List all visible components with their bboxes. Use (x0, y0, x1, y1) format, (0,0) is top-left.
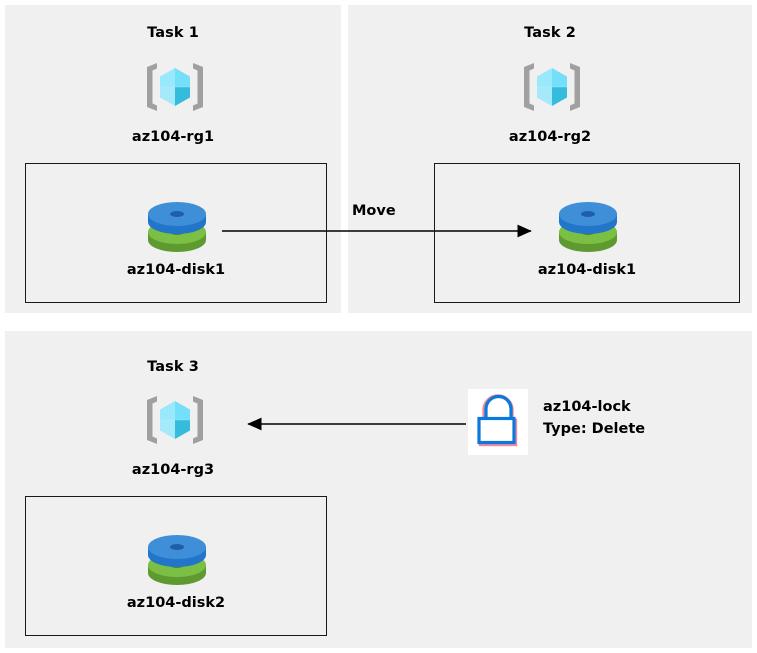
panel-task-3: Task 3 az104-rg3 (5, 331, 752, 648)
panel-title-task-3: Task 3 (147, 359, 199, 375)
resource-box-task-3: az104-disk2 (25, 496, 327, 636)
resource-group-cube-icon (520, 57, 584, 117)
move-arrow-label: Move (352, 203, 396, 219)
lock-text-block: az104-lock Type: Delete (543, 396, 645, 440)
managed-disk-icon (553, 196, 623, 258)
resource-group-cube-icon (143, 57, 207, 117)
resource-label-task-1: az104-disk1 (126, 262, 226, 278)
resource-group-label-task-2: az104-rg2 (508, 129, 592, 145)
resource-group-cube-icon (143, 390, 207, 450)
resource-label-task-3: az104-disk2 (126, 595, 226, 611)
lock-name: az104-lock (543, 399, 631, 415)
resource-label-task-2: az104-disk1 (537, 262, 637, 278)
panel-task-1: Task 1 az104-rg1 (5, 5, 341, 313)
managed-disk-icon (142, 529, 212, 591)
panel-title-task-2: Task 2 (524, 25, 576, 41)
resource-group-label-task-1: az104-rg1 (131, 129, 215, 145)
resource-box-task-1: az104-disk1 (25, 163, 327, 303)
resource-group-label-task-3: az104-rg3 (131, 462, 215, 478)
managed-disk-icon (142, 196, 212, 258)
panel-task-2: Task 2 az104-rg2 (348, 5, 752, 313)
resource-box-task-2: az104-disk1 (434, 163, 740, 303)
panel-title-task-1: Task 1 (147, 25, 199, 41)
lock-icon (468, 389, 528, 455)
lock-type: Type: Delete (543, 421, 646, 437)
